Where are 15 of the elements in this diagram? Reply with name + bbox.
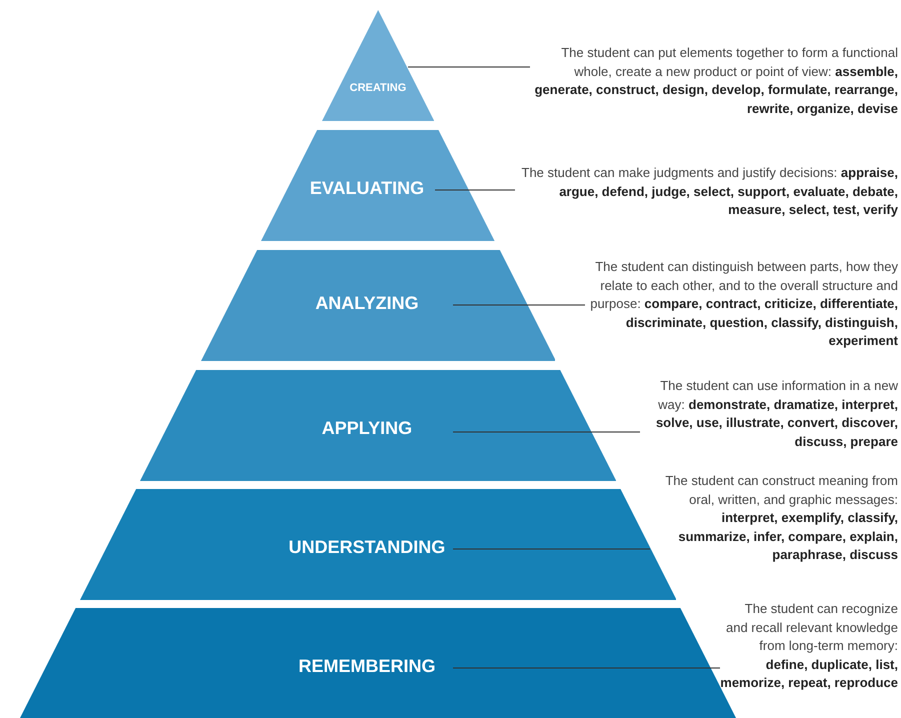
- description-text: The student can use information in a new way: demonstrate, dramatize, interpret, solve, use, illustrate, convert, discover, discuss, prepare: [656, 378, 898, 448]
- level-label: UNDERSTANDING: [288, 537, 446, 558]
- description-text: The student can recognize and recall relevant knowledge from long-term memory: define, duplicate, list, memorize, repeat, reproduce: [720, 601, 898, 690]
- level-label: APPLYING: [320, 418, 414, 439]
- level-label: EVALUATING: [308, 178, 426, 199]
- leader-line: [408, 66, 530, 68]
- level-label: REMEMBERING: [297, 656, 436, 677]
- description-text: The student can construct meaning from oral, written, and graphic messages: interpret, exemplify, classify, summarize, infer, compare, explain, paraphrase, discuss: [665, 473, 898, 562]
- description-text: The student can distinguish between parts, how they relate to each other, and to the overall structure and purpose: compare, contract, criticize, differentiate, discriminate, question, classify, distinguish, experiment: [590, 259, 898, 348]
- level-label: ANALYZING: [314, 293, 420, 314]
- leader-line: [452, 548, 650, 550]
- description-text: The student can make judgments and justify decisions: appraise, argue, defend, judge, select, support, evaluate, debate, measure, select, test, verify: [522, 165, 898, 217]
- leader-line: [452, 304, 586, 306]
- level-label: CREATING: [348, 82, 408, 94]
- description-text: The student can put elements together to form a functional whole, create a new product or point of view: assemble, generate, construct, design, develop, formulate, rearrange, rewrite, organize, devise: [534, 45, 898, 116]
